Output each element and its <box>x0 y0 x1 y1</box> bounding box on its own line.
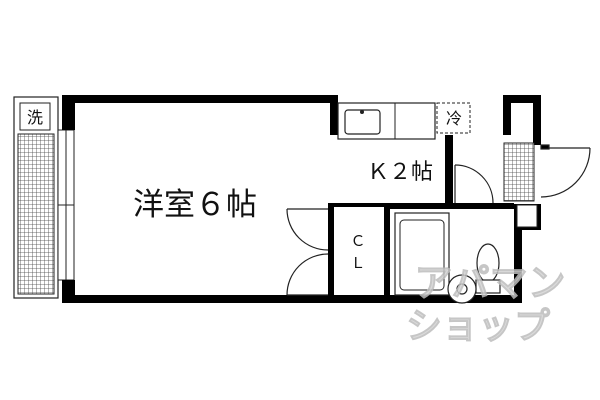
bathtub <box>394 212 450 296</box>
step <box>516 204 538 228</box>
washer-label: 洗 <box>27 108 43 127</box>
sink <box>344 109 381 135</box>
kitchen-counter <box>337 102 436 140</box>
fridge-space: 冷 <box>436 102 471 134</box>
closet-label-c: Ｃ <box>350 232 365 250</box>
kitchen-door <box>454 164 494 204</box>
washbasin <box>447 274 477 304</box>
entrance-door <box>540 144 591 198</box>
western-room-label: 洋室６帖 <box>133 187 257 223</box>
entrance-hatch <box>503 142 535 202</box>
fridge-label: 冷 <box>446 109 462 128</box>
closet-label-l: Ｌ <box>350 254 365 272</box>
kitchen-label: Ｋ２帖 <box>367 160 433 185</box>
balcony: 洗 <box>13 96 59 299</box>
watermark: アパマン ショップ <box>406 261 566 348</box>
watermark-line1: アパマン <box>414 261 565 305</box>
watermark-line2: ショップ <box>406 306 550 347</box>
washer-space <box>19 102 51 131</box>
balcony-window <box>57 129 75 281</box>
closet-doors <box>286 208 329 296</box>
